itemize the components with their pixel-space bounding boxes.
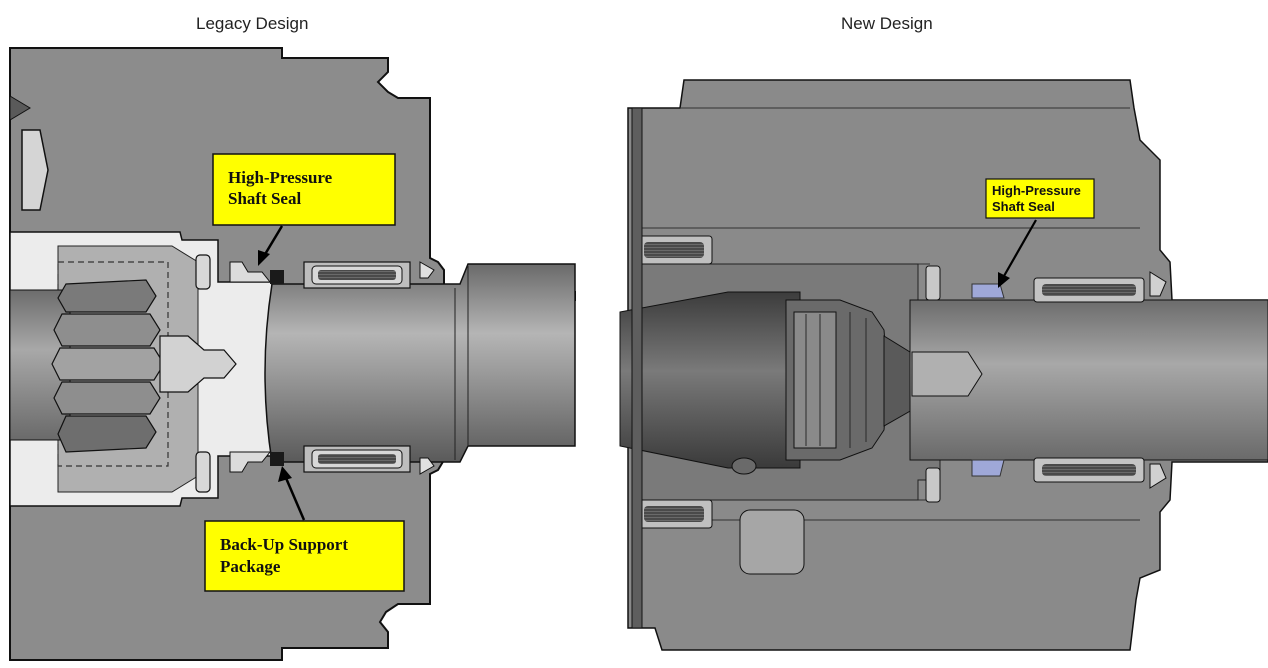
legacy-bearing-top — [303, 261, 411, 289]
new-callout-line1: High-Pressure — [992, 183, 1081, 198]
new-callout-line2: Shaft Seal — [992, 199, 1055, 214]
new-seal-bottom — [971, 459, 1005, 477]
new-bearing-left-top — [635, 235, 713, 265]
legacy-spline-gear — [51, 279, 165, 453]
legacy-callout-top-line2: Shaft Seal — [228, 189, 301, 208]
new-output-shaft — [909, 299, 1268, 461]
new-lower-port — [739, 509, 805, 575]
new-callout-high-pressure: High-Pressure Shaft Seal — [985, 178, 1095, 219]
legacy-design-drawing: High-Pressure Shaft Seal Back-Up Support… — [9, 47, 576, 661]
legacy-callout-high-pressure: High-Pressure Shaft Seal — [212, 153, 396, 226]
arrow-icon — [258, 250, 270, 266]
new-input-shaft — [619, 291, 801, 469]
legacy-callout-back-up: Back-Up Support Package — [204, 520, 405, 592]
legacy-bearing-bottom — [303, 445, 411, 473]
new-bearing-right-bottom — [1033, 457, 1145, 483]
legacy-shaft — [264, 263, 576, 463]
legacy-design-heading: Legacy Design — [196, 14, 309, 33]
new-design-heading: New Design — [841, 14, 933, 33]
new-seal-top — [971, 283, 1005, 299]
new-bearing-right-top — [1033, 277, 1145, 303]
legacy-callout-bottom-line2: Package — [220, 557, 281, 576]
arrow-icon — [278, 466, 292, 482]
legacy-callout-top-line1: High-Pressure — [228, 168, 333, 187]
legacy-callout-bottom-line1: Back-Up Support — [220, 535, 348, 554]
new-spline-gear — [785, 299, 889, 461]
arrow-icon — [998, 272, 1010, 288]
new-design-drawing: High-Pressure Shaft Seal — [619, 79, 1268, 651]
new-bearing-left-bottom — [635, 499, 713, 529]
